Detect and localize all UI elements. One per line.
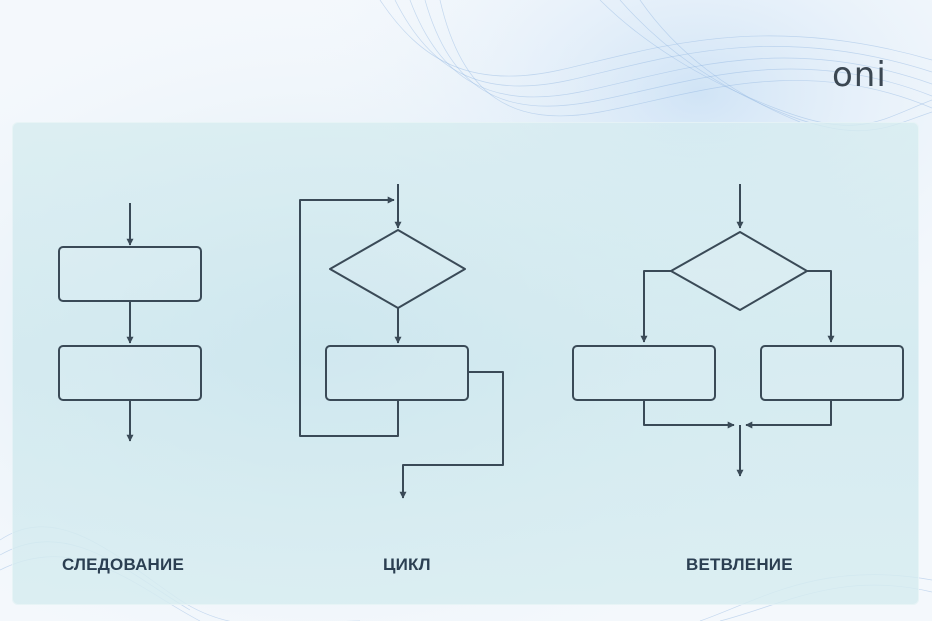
branch-right-merge-arrow	[745, 400, 832, 429]
content-panel	[12, 122, 919, 605]
oni-logo: oni	[832, 55, 887, 95]
branch-condition-diamond	[670, 231, 808, 311]
loop-exit-arrow	[399, 371, 504, 499]
sequence-block-2	[58, 345, 202, 401]
sequence-diagram	[58, 203, 202, 442]
branch-left-block	[572, 345, 716, 401]
branch-left-merge-arrow	[643, 400, 735, 429]
branch-right-arrow	[807, 270, 835, 343]
loop-return-arrow	[299, 196, 399, 437]
sequence-block-1	[58, 246, 202, 302]
loop-body-block	[325, 345, 469, 401]
branch-right-block	[760, 345, 904, 401]
caption-branch: ВЕТВЛЕНИЕ	[686, 555, 793, 574]
branch-diagram	[572, 184, 904, 477]
loop-condition-diamond	[329, 229, 466, 309]
caption-sequence: СЛЕДОВАНИЕ	[62, 555, 184, 574]
branch-left-arrow	[640, 270, 671, 343]
loop-diagram	[299, 184, 504, 499]
caption-loop: ЦИКЛ	[383, 555, 431, 574]
